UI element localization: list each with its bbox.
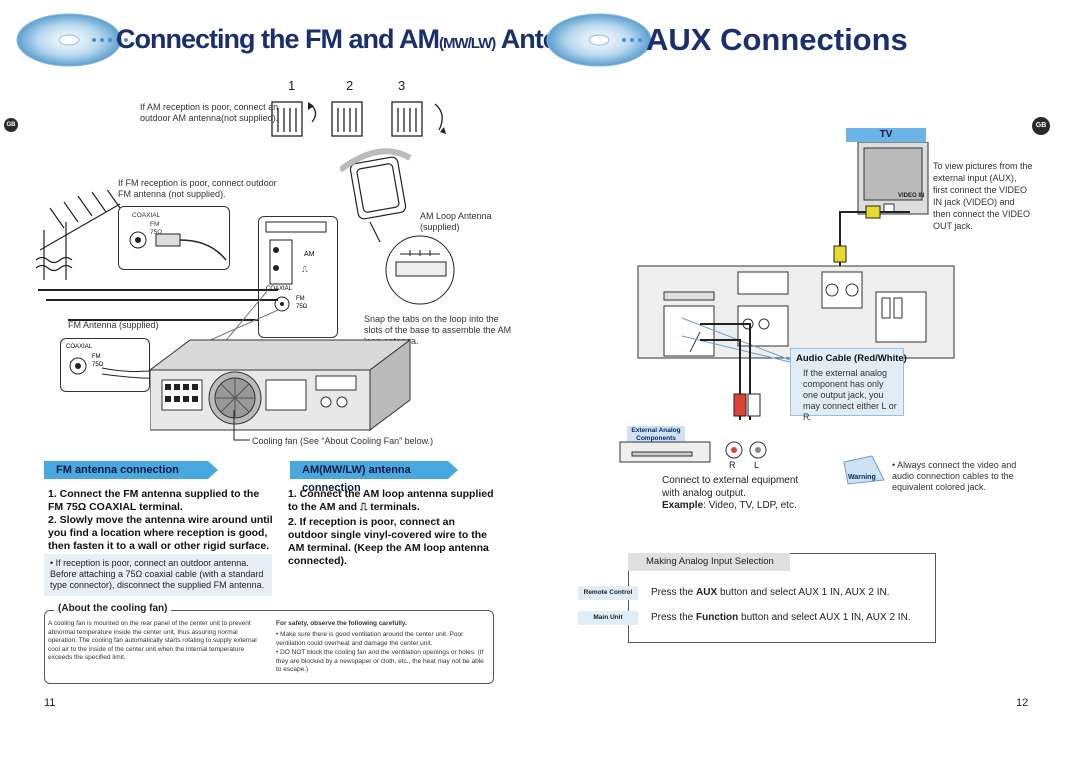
fm-step-1: 1. Connect the FM antenna supplied to th… [48, 488, 260, 513]
audio-cable [700, 323, 761, 420]
cooling-fan-pointer [233, 410, 250, 441]
fm-section-arrow [208, 461, 218, 479]
svg-text:⎍: ⎍ [302, 265, 308, 274]
svg-text:FM: FM [92, 354, 101, 360]
page-number-left: 11 [44, 697, 56, 709]
coaxial-label: COAXIAL [132, 212, 161, 219]
external-component-illustration [619, 441, 767, 463]
am-step-2: 2. If reception is poor, connect an outd… [288, 516, 489, 567]
video-in-label: VIDEO IN [898, 193, 925, 199]
example-line: Example: Video, TV, LDP, etc. [662, 500, 797, 511]
fm-step-2: 2. Slowly move the antenna wire around u… [48, 514, 273, 552]
cooling-fan-box [44, 610, 494, 684]
coaxial-plug-illustration [129, 231, 227, 261]
fm-section-title: FM antenna connection [44, 461, 208, 479]
svg-text:COAXIAL: COAXIAL [266, 286, 293, 292]
side-badge-left: GB [4, 118, 18, 132]
antenna-terminal-illustration: AM ⎍ COAXIAL FM 75Ω [265, 221, 327, 312]
am-section-arrow [448, 461, 458, 479]
cd-graphic-right [546, 13, 652, 67]
cd-graphic-left [16, 13, 128, 67]
side-badge-right: GB [1032, 117, 1050, 135]
step-number-3: 3 [398, 78, 406, 93]
audio-cable-callout [790, 348, 904, 416]
audio-cable-title: Audio Cable (Red/White) [796, 353, 907, 364]
step-number-1: 1 [288, 78, 296, 93]
connect-text: Connect to external equipment with analo… [662, 475, 799, 499]
svg-text:75Ω: 75Ω [92, 362, 104, 368]
outdoor-fm-antenna-illustration [35, 190, 121, 280]
page-title-right: AUX Connections [646, 22, 908, 57]
am-poor-text: If AM reception is poor, connect an outd… [140, 102, 279, 123]
cooling-fan-text: A cooling fan is mounted on the rear pan… [48, 620, 257, 661]
svg-text:COAXIAL: COAXIAL [66, 344, 93, 350]
video-cable [833, 205, 910, 270]
ohm-label: 75Ω [150, 229, 163, 236]
remote-instruction: Press the AUX button and select AUX 1 IN… [651, 587, 890, 598]
audio-cable-text: If the external analog component has onl… [803, 368, 897, 422]
terminal-inset [258, 216, 338, 338]
warning-label: Warning [848, 474, 876, 481]
fm-coax-inset [60, 338, 150, 392]
safety-title: For safety, observe the following carefu… [276, 620, 407, 627]
warning-text: • Always connect the video and audio con… [892, 460, 1017, 492]
step-number-2: 2 [346, 78, 354, 93]
am-step-1: 1. Connect the AM loop antenna supplied … [288, 488, 494, 513]
am-loop-antenna-illustration [340, 148, 455, 305]
input-selection-title: Making Analog Input Selection [628, 553, 790, 571]
fm-note-box [44, 554, 272, 596]
coaxial-inset [118, 206, 230, 270]
am-section-title: AM(MW/LW) antenna connection [290, 461, 448, 494]
safety-item-1: • Make sure there is good ventilation ar… [276, 631, 464, 647]
main-unit-instruction: Press the Function button and select AUX… [651, 612, 911, 623]
loop-assembly-illustration [271, 101, 446, 137]
fm-poor-text: If FM reception is poor, connect outdoor… [118, 178, 277, 199]
l-label: L [754, 460, 760, 470]
main-unit-label: Main Unit [578, 611, 638, 625]
page-number-right: 12 [1016, 697, 1029, 709]
warning-icon [843, 455, 885, 485]
fm-label: FM [150, 221, 160, 228]
safety-item-2: • DO NOT block the cooling fan and the v… [276, 649, 484, 673]
tv-illustration [857, 142, 929, 215]
center-unit-rear-panel [150, 339, 412, 431]
r-label: R [729, 460, 736, 470]
tv-label: TV [846, 128, 926, 142]
am-loop-label: AM Loop Antenna (supplied) [420, 211, 492, 232]
fm-note: • If reception is poor, connect an outdo… [50, 558, 265, 590]
svg-text:75Ω: 75Ω [296, 304, 308, 310]
cooling-fan-label: Cooling fan (See “About Cooling Fan” bel… [252, 436, 434, 446]
svg-text:FM: FM [296, 296, 305, 302]
fm-antenna-label: FM Antenna (supplied) [68, 320, 159, 330]
remote-control-label: Remote Control [578, 586, 638, 600]
tv-instruction: To view pictures from the external input… [933, 161, 1033, 231]
page-title-left: Connecting the FM and AM(MW/LW) Antennas [116, 24, 617, 54]
cooling-fan-title: (About the cooling fan) [54, 603, 172, 614]
svg-text:AM: AM [304, 251, 315, 258]
main-unit-rear-panel [637, 265, 955, 359]
external-label: External Analog Components [627, 426, 685, 444]
